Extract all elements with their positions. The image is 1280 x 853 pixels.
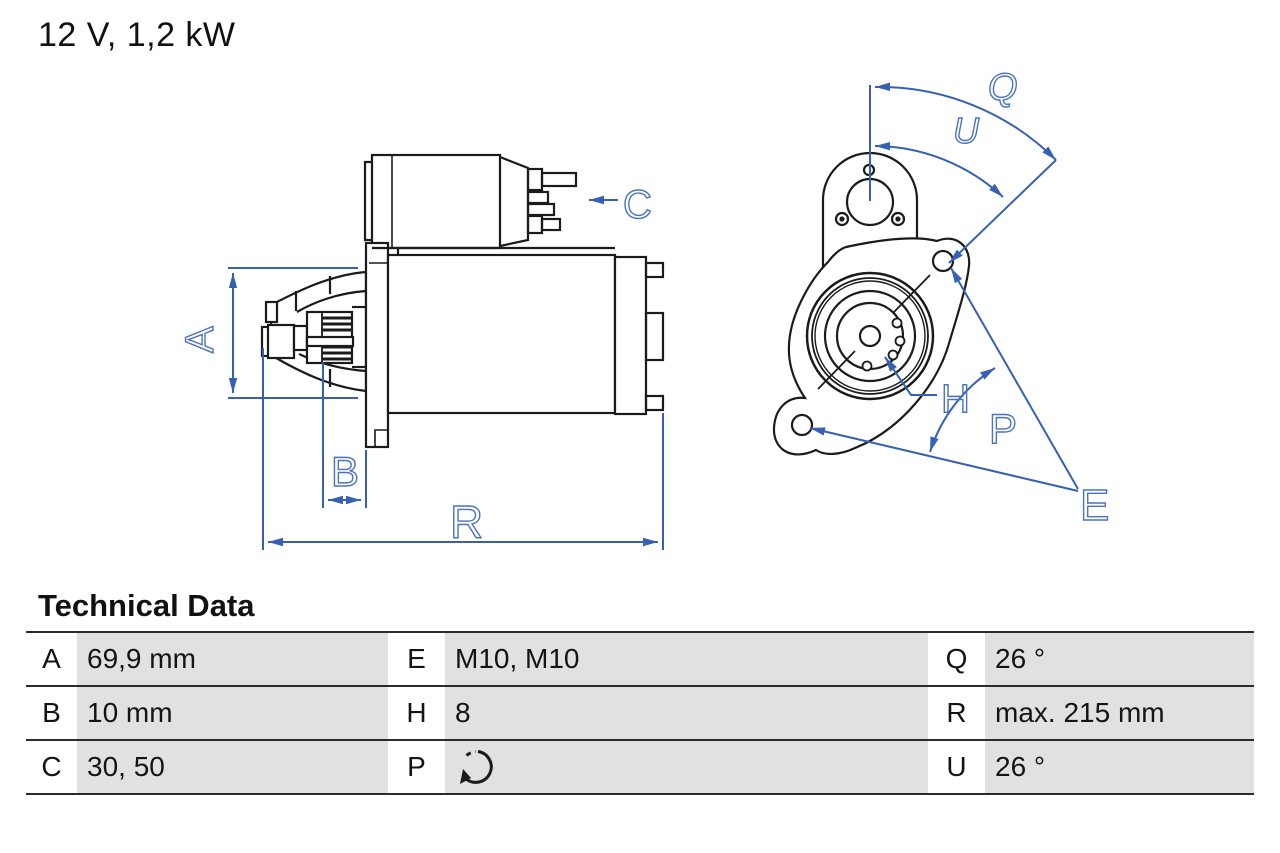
spec-key: Q [928, 633, 985, 685]
dim-line-E1 [950, 267, 1079, 490]
side-view-dimensions [228, 195, 664, 550]
technical-data-table: A 69,9 mm E M10, M10 Q 26 ° B 10 mm H 8 … [26, 631, 1254, 795]
pinion-shaft [292, 324, 309, 352]
spec-key: B [26, 687, 77, 739]
dimension-label-r: R [450, 496, 483, 548]
terminal-stud-bottom [526, 214, 544, 235]
dim-arc-Q [874, 82, 1057, 161]
dimension-label-u: U [953, 110, 980, 151]
dimension-label-b: B [331, 448, 359, 495]
shaft-support [266, 323, 296, 360]
dimension-label-q: Q [988, 67, 1018, 109]
side-view-part [260, 153, 665, 449]
table-title: Technical Data [38, 588, 255, 623]
spec-key: H [388, 687, 445, 739]
dimension-label-p: P [989, 405, 1017, 452]
solenoid-body [370, 153, 502, 250]
spec-value: M10, M10 [445, 633, 928, 685]
dimension-label-h: H [941, 377, 970, 421]
dimension-label-a: A [178, 326, 222, 353]
dim-line-E2 [809, 427, 1079, 492]
table-row: A 69,9 mm E M10, M10 Q 26 ° [26, 633, 1254, 687]
front-view-dimensions [809, 82, 1079, 492]
spec-key: P [388, 741, 445, 793]
dim-arc-U [874, 141, 1004, 198]
dim-leader-H [884, 356, 937, 396]
spec-value: 69,9 mm [77, 633, 388, 685]
spec-key: A [26, 633, 77, 685]
spec-value: 26 ° [985, 741, 1254, 793]
technical-drawing: A B C R Q U H P E [177, 66, 1110, 550]
terminal-mid-1 [526, 190, 550, 205]
spec-key: E [388, 633, 445, 685]
spec-value [445, 741, 928, 793]
spec-value: 10 mm [77, 687, 388, 739]
motor-body [386, 253, 617, 415]
spec-key: C [26, 741, 77, 793]
spec-value: 8 [445, 687, 928, 739]
table-row: B 10 mm H 8 R max. 215 mm [26, 687, 1254, 741]
end-pin-top [644, 261, 665, 279]
spec-value: max. 215 mm [985, 687, 1254, 739]
shaft-bore [858, 324, 882, 348]
spec-value: 26 ° [985, 633, 1254, 685]
spec-value: 30, 50 [77, 741, 388, 793]
bearing-ring-outer [805, 271, 935, 401]
end-cap [613, 255, 648, 416]
dim-arc-P [929, 367, 996, 453]
mounting-plate [364, 241, 390, 449]
spec-key: R [928, 687, 985, 739]
dimension-label-e: E [1080, 481, 1109, 530]
front-view-part [772, 151, 971, 456]
dimension-label-c: C [623, 183, 652, 227]
page-title: 12 V, 1,2 kW [38, 16, 236, 54]
solenoid-cap [499, 155, 530, 248]
end-boss [644, 311, 665, 362]
rotation-direction-icon [460, 750, 493, 784]
table-row: C 30, 50 P U 26 ° [26, 741, 1254, 795]
dimension-labels: A B C R Q U H P E [177, 66, 1110, 548]
spec-key: U [928, 741, 985, 793]
terminal-mid-2 [526, 202, 556, 217]
terminal-stud-top [526, 167, 544, 192]
bolt-hole-bottom-left [790, 413, 814, 437]
end-pin-bottom [644, 394, 665, 412]
